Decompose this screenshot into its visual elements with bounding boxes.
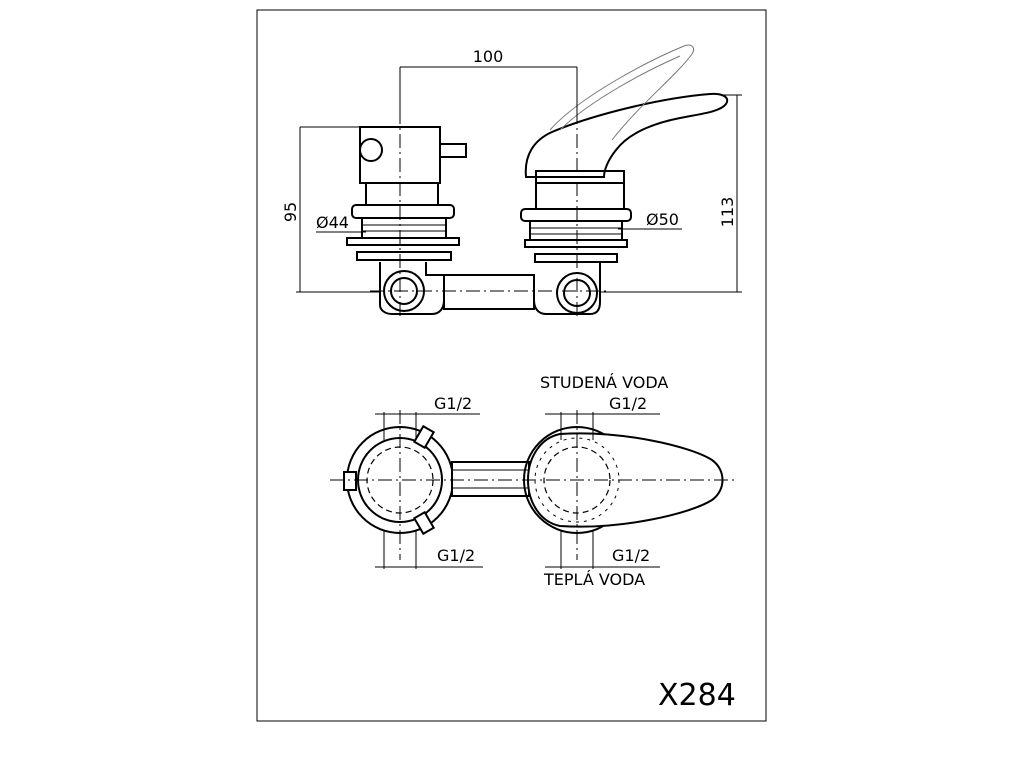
thread-label-bottom-left: G1/2 (437, 546, 475, 565)
thread-dimension-bottom-right: G1/2 (545, 530, 660, 569)
model-code: X284 (658, 678, 736, 713)
dimension-spacing-label: 100 (473, 47, 504, 66)
plan-view: G1/2 G1/2 STUDENÁ VODA G1/2 G1/2 TEPLÁ V… (330, 373, 736, 589)
thread-label-bottom-right: G1/2 (612, 546, 650, 565)
dimension-diameter-right-label: Ø50 (646, 210, 679, 229)
dimension-height-right-label: 113 (718, 197, 737, 228)
connection-bar-plan (451, 461, 530, 497)
thread-dimension-top-right: G1/2 (545, 394, 660, 440)
cold-water-label: STUDENÁ VODA (540, 373, 668, 392)
drawing-frame (256, 9, 767, 722)
dimension-height-left: 95 (281, 126, 380, 293)
thread-label-top-left: G1/2 (434, 394, 472, 413)
elevation-view: 100 95 113 Ø44 Ø50 (281, 44, 742, 316)
dimension-diameter-left-label: Ø44 (316, 213, 349, 232)
dimension-diameter-right: Ø50 (618, 210, 682, 230)
thread-dimension-bottom-left: G1/2 (375, 530, 483, 569)
thread-label-top-right: G1/2 (609, 394, 647, 413)
connection-bar-elevation (379, 261, 601, 315)
left-valve-elevation (346, 126, 467, 261)
dimension-height-left-label: 95 (281, 202, 300, 222)
hot-water-label: TEPLÁ VODA (543, 570, 645, 589)
dimension-height-right: 113 (600, 94, 742, 293)
dimension-diameter-left: Ø44 (316, 213, 366, 233)
right-valve-elevation (520, 44, 729, 263)
dimension-spacing: 100 (399, 47, 578, 110)
thread-dimension-top-left: G1/2 (375, 394, 480, 440)
